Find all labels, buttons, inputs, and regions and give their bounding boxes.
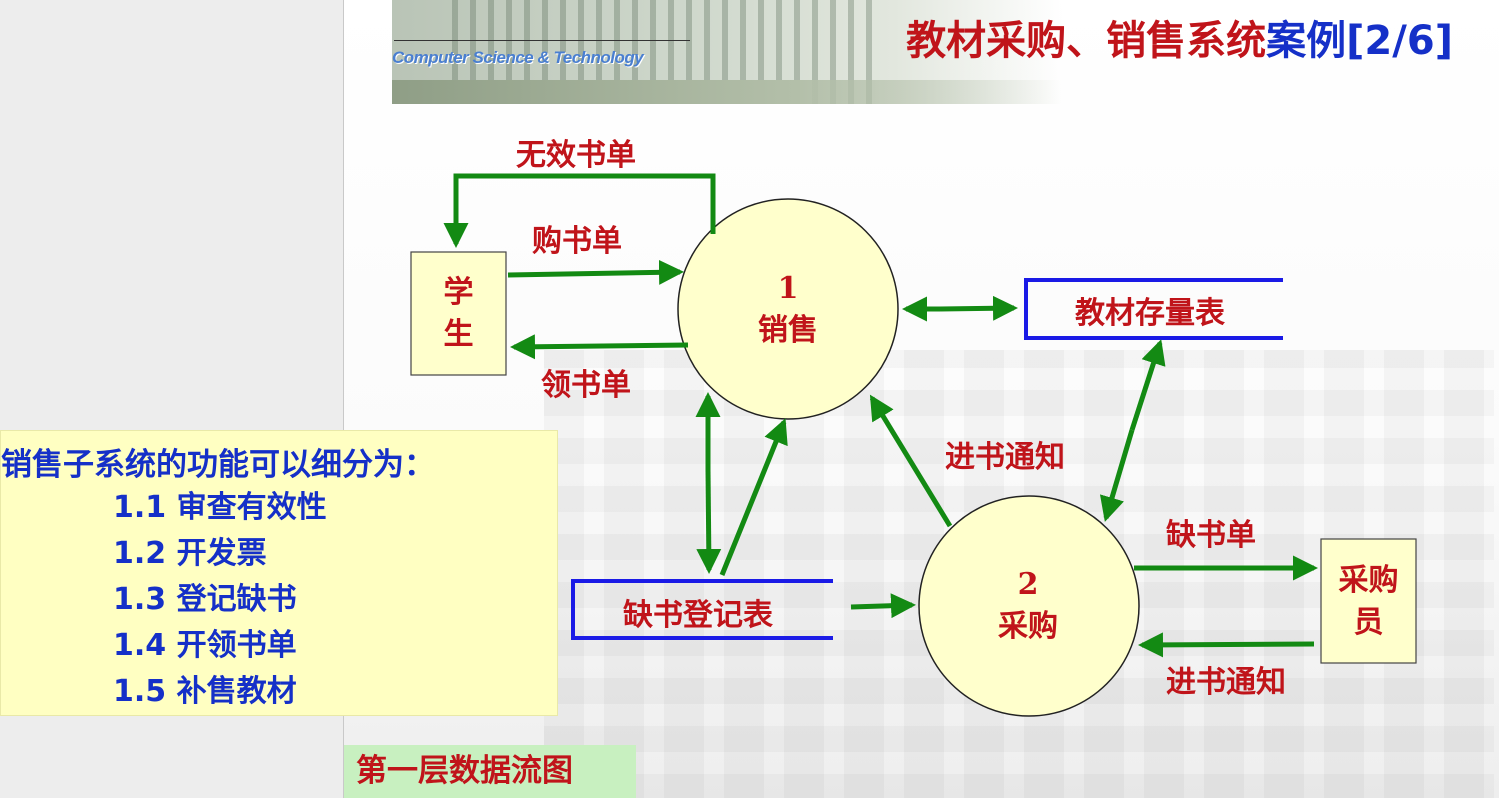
flow-purchase-order-label: 购书单 [532,224,622,259]
note-item: 1.2 开发票 [113,536,267,571]
flow-sales-shortage-down-arrow [696,469,722,574]
header-rule [394,40,690,41]
flow-invalid-order-arrow [443,173,716,249]
flow-pickup-order-label: 领书单 [541,368,631,403]
entity-student-box [410,251,507,376]
flow-stock-notice-label-1: 进书通知 [945,440,1065,475]
slide-title: 教材采购、销售系统案例[2/6] [906,8,1453,66]
process-sales-name: 销售 [758,313,818,348]
flow-shortage-to-sales-arrow [719,418,788,576]
store-shortage-label: 缺书登记表 [623,598,773,633]
slide-title-accent: 案例[2/6] [1266,18,1453,64]
flow-purchase-inventory-up-arrow [1129,339,1166,431]
process-purchase-name: 采购 [998,609,1058,644]
flow-invalid-order-label: 无效书单 [516,138,636,173]
store-inventory-label: 教材存量表 [1075,296,1225,331]
header-subtitle: Computer Science & Technology [392,48,644,67]
flow-purchase-order-arrow [507,259,684,285]
entity-buyer-label: 采购 员 [1338,563,1399,640]
flow-purchase-inventory-down-arrow [1099,429,1135,522]
flow-shortage-to-purchase-arrow [850,593,916,619]
note-item: 1.4 开领书单 [113,628,297,663]
process-purchase-circle [918,495,1140,717]
banner-ground [392,80,1062,104]
slide-title-main: 教材采购、销售系统 [906,18,1267,64]
header-banner-image [392,0,1062,104]
store-shortage-shape [571,579,833,640]
entity-student-label: 学 生 [443,275,474,352]
note-item: 1.3 登记缺书 [113,582,297,617]
flow-sales-inventory-arrow [939,295,1018,321]
entity-buyer-box [1320,538,1417,664]
store-inventory-shape [1024,278,1283,340]
flow-pickup-order-arrow [510,334,689,360]
note-item: 1.1 审查有效性 [113,490,327,525]
flow-shortage-list-label: 缺书单 [1166,518,1256,553]
process-purchase-number: 2 [1017,567,1039,602]
note-heading: 销售子系统的功能可以细分为： [1,447,435,483]
note-item-list: 1.1 审查有效性 1.2 开发票 1.3 登记缺书 1.4 开领书单 1.5 … [113,485,327,715]
note-item: 1.5 补售教材 [113,674,297,709]
subfunction-note-box: 销售子系统的功能可以细分为： 1.1 审查有效性 1.2 开发票 1.3 登记缺… [0,430,558,716]
flow-stock-notice-from-buyer-arrow [1138,632,1315,658]
diagram-caption: 第一层数据流图 [344,745,636,798]
flow-stock-notice-to-sales-arrow [869,394,953,528]
process-sales-circle [677,198,899,420]
flow-stock-notice-label-2: 进书通知 [1166,665,1286,700]
process-sales-number: 1 [777,271,799,306]
